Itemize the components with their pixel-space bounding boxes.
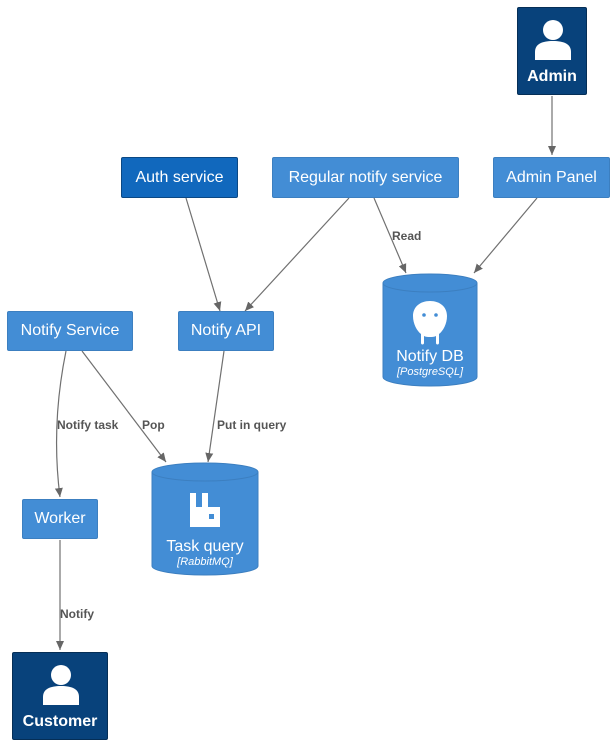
edge-label-notify: Notify (60, 607, 94, 621)
notify-db-name: Notify DB (396, 348, 464, 365)
task-query-text: Task query [RabbitMQ] (152, 538, 258, 568)
edge-regular-to-notify-db (373, 197, 407, 274)
edge-notify-api-to-task-query (205, 350, 225, 463)
admin-panel-box[interactable]: Admin Panel (493, 157, 610, 198)
regular-notify-service-label: Regular notify service (288, 168, 443, 186)
notify-service-box[interactable]: Notify Service (7, 311, 133, 351)
postgresql-icon (413, 301, 447, 345)
person-icon (535, 20, 571, 60)
admin-panel-label: Admin Panel (506, 168, 597, 186)
edge-label-notify-task: Notify task (57, 418, 119, 432)
edge-label-pop: Pop (142, 418, 165, 432)
regular-notify-service-box[interactable]: Regular notify service (272, 157, 459, 198)
admin-label: Admin (527, 68, 577, 85)
task-query-tech: [RabbitMQ] (177, 556, 233, 568)
notify-db-text: Notify DB [PostgreSQL] (383, 348, 477, 378)
customer-label: Customer (22, 713, 98, 730)
person-icon (43, 665, 79, 705)
edge-regular-to-notify-api (244, 197, 350, 312)
rabbitmq-icon (190, 493, 220, 527)
admin-person[interactable]: Admin (517, 7, 587, 95)
task-query-name: Task query (166, 538, 244, 555)
auth-service-box[interactable]: Auth service (121, 157, 238, 198)
notify-db-tech: [PostgreSQL] (396, 366, 464, 378)
edge-notify-service-to-worker (54, 350, 67, 498)
customer-person[interactable]: Customer (12, 652, 108, 740)
worker-label: Worker (34, 510, 86, 527)
notify-api-box[interactable]: Notify API (178, 311, 274, 351)
edge-label-put-in-query: Put in query (217, 418, 287, 432)
edge-label-read: Read (392, 229, 422, 243)
notify-service-label: Notify Service (20, 322, 120, 339)
edge-notify-service-pop-task-query (81, 350, 167, 463)
notify-api-label: Notify API (190, 322, 262, 339)
edge-auth-to-notify-api (185, 197, 222, 312)
edge-admin-panel-to-notify-db (473, 197, 538, 274)
worker-box[interactable]: Worker (22, 499, 98, 539)
auth-service-label: Auth service (135, 168, 224, 186)
